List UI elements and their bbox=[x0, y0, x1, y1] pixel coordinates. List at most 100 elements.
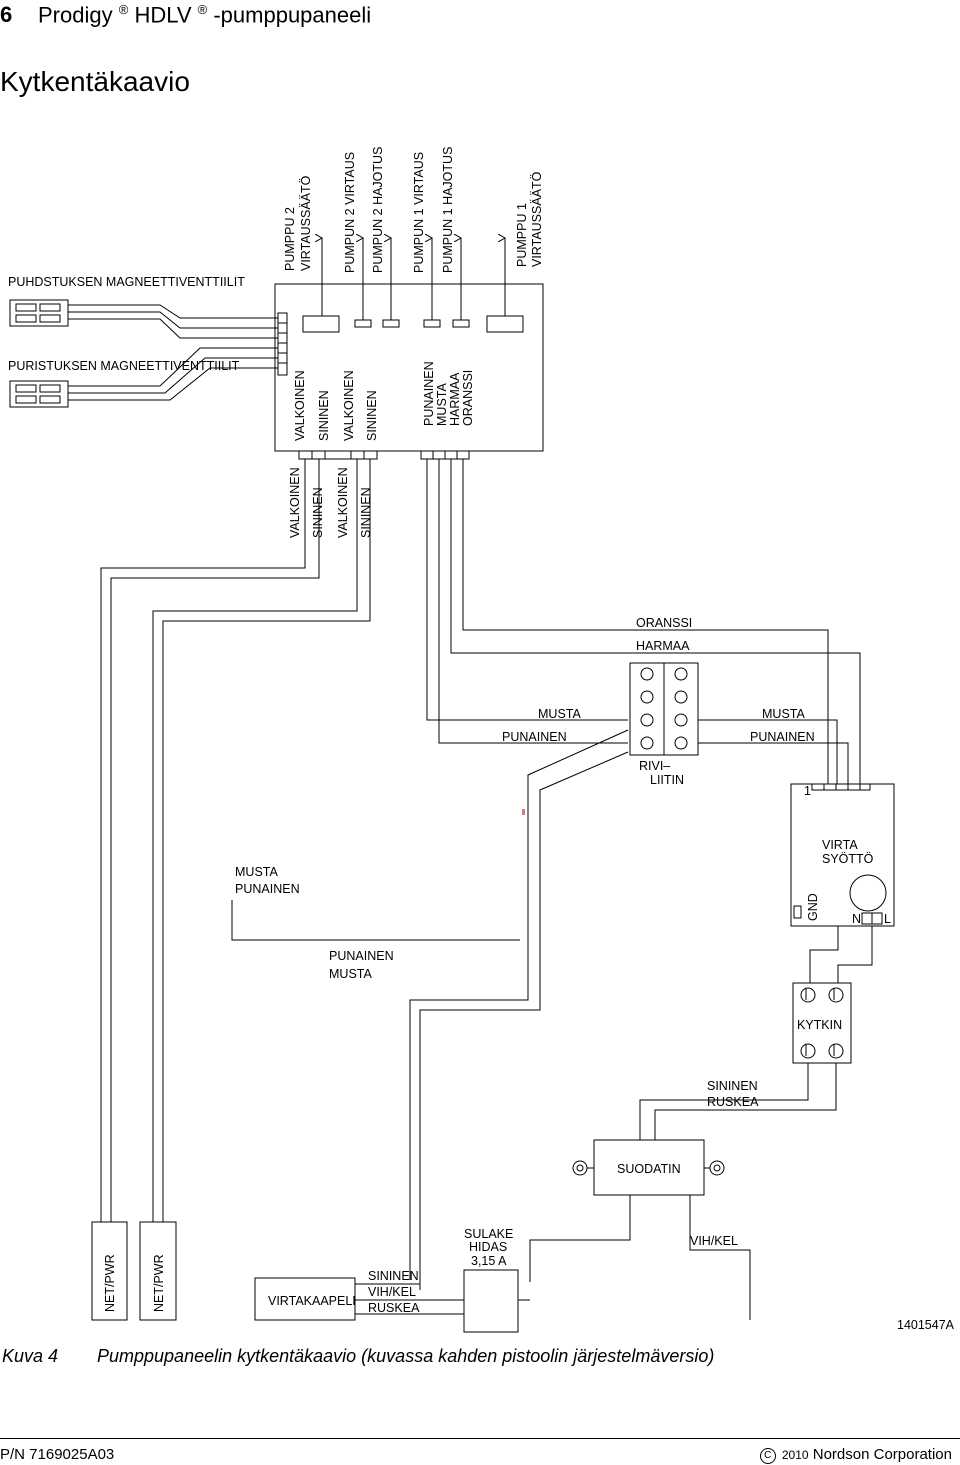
red-marker bbox=[522, 809, 525, 815]
label-pump2-flow-ctrl-2: VIRTAUSSÄÄTÖ bbox=[299, 175, 313, 271]
net-pwr-connector-2 bbox=[139, 1221, 177, 1321]
label-black-low: MUSTA bbox=[329, 967, 372, 981]
board-power-wires bbox=[426, 459, 861, 784]
label-brown-switch: RUSKEA bbox=[707, 1095, 759, 1109]
copyright-icon: C bbox=[759, 1448, 776, 1464]
label-cable-green-yellow: VIH/KEL bbox=[368, 1285, 416, 1299]
label-pump1-flow: PUMPUN 1 VIRTAUS bbox=[412, 152, 426, 273]
board-connector-strip bbox=[277, 312, 288, 376]
label-cable-blue: SININEN bbox=[368, 1269, 419, 1283]
pump2-atomize-connector bbox=[382, 319, 400, 328]
footer-rule bbox=[0, 1438, 960, 1439]
page-header: 6 Prodigy ® HDLV ® -pumppupaneeli bbox=[0, 0, 960, 30]
label-pressing-valves: PURISTUKSEN MAGNEETTIVENTTIILIT bbox=[8, 359, 240, 373]
label-orange-wire: ORANSSI bbox=[636, 616, 692, 630]
label-psu-2: SYÖTTÖ bbox=[822, 852, 874, 866]
label-terminal-pin: 1 bbox=[804, 784, 811, 798]
label-board-red: PUNAINEN bbox=[422, 361, 436, 426]
label-red-mid: PUNAINEN bbox=[235, 882, 300, 896]
copyright: C 2010 Nordson Corporation bbox=[759, 1446, 952, 1464]
label-pump1-flow-ctrl-2: VIRTAUSSÄÄTÖ bbox=[530, 171, 544, 267]
pump1-atomize-connector bbox=[452, 319, 470, 328]
cleaning-valves bbox=[9, 299, 69, 327]
board-arrows bbox=[322, 238, 505, 320]
label-terminal-2: LIITIN bbox=[650, 773, 684, 787]
label-board-white-2: VALKOINEN bbox=[342, 370, 356, 441]
psu-wires-left bbox=[231, 900, 520, 941]
terminal-to-psu-black bbox=[698, 719, 838, 784]
label-blue-switch: SININEN bbox=[707, 1079, 758, 1093]
filter-ground bbox=[689, 1195, 751, 1320]
pump1-flow-ctrl-connector bbox=[486, 315, 524, 333]
label-board-grey: HARMAA bbox=[448, 372, 462, 426]
label-power-cable: VIRTAKAAPELI bbox=[268, 1294, 356, 1308]
product-name: Prodigy bbox=[38, 2, 113, 28]
board-bottom-connector-left bbox=[298, 450, 378, 460]
label-pump2-flow-ctrl-1: PUMPPU 2 bbox=[283, 207, 297, 271]
header-title: Prodigy ® HDLV ® -pumppupaneeli bbox=[38, 2, 371, 28]
part-number: P/N 7169025A03 bbox=[0, 1446, 115, 1463]
figure-label: Kuva 4 bbox=[2, 1346, 59, 1366]
terminal-to-cable-wires bbox=[409, 729, 629, 1290]
control-board bbox=[274, 283, 544, 452]
label-board-black: MUSTA bbox=[435, 383, 449, 426]
label-pump1-flow-ctrl-1: PUMPPU 1 bbox=[515, 203, 529, 267]
label-fuse-2: HIDAS bbox=[469, 1240, 507, 1254]
header-suffix: -pumppupaneeli bbox=[213, 2, 372, 28]
label-filter: SUODATIN bbox=[617, 1162, 681, 1176]
product-model: HDLV bbox=[134, 2, 192, 28]
label-n: N bbox=[852, 912, 861, 926]
label-l: L bbox=[884, 912, 891, 926]
fuse bbox=[463, 1269, 519, 1333]
valve-wires bbox=[68, 304, 278, 401]
pump2-flow-connector bbox=[354, 319, 372, 328]
label-red-right: PUNAINEN bbox=[750, 730, 815, 744]
pump1-flow-connector bbox=[423, 319, 441, 328]
label-net-pwr-2: NET/PWR bbox=[152, 1254, 166, 1312]
figure-caption: Pumppupaneelin kytkentäkaavio (kuvassa k… bbox=[97, 1346, 715, 1366]
label-board-orange: ORANSSI bbox=[461, 370, 475, 426]
label-board-blue-1: SININEN bbox=[317, 390, 331, 441]
label-harness-blue-2: SININEN bbox=[359, 487, 373, 538]
label-harness-white-2: VALKOINEN bbox=[336, 467, 350, 538]
label-harness-blue-1: SININEN bbox=[311, 487, 325, 538]
label-fuse-3: 3,15 A bbox=[471, 1254, 507, 1268]
drawing-number: 1401547A bbox=[897, 1318, 955, 1332]
filter bbox=[572, 1139, 725, 1196]
label-board-white-1: VALKOINEN bbox=[293, 370, 307, 441]
label-psu-1: VIRTA bbox=[822, 838, 858, 852]
label-harness-white-1: VALKOINEN bbox=[288, 467, 302, 538]
label-cleaning-valves: PUHDSTUKSEN MAGNEETTIVENTTIILIT bbox=[8, 275, 245, 289]
switch-to-filter-1 bbox=[639, 1063, 809, 1140]
label-red-low: PUNAINEN bbox=[329, 949, 394, 963]
power-supply bbox=[790, 783, 895, 927]
label-green-yellow-top: VIH/KEL bbox=[690, 1234, 738, 1248]
filter-to-fuse bbox=[529, 1195, 631, 1282]
power-cable-box bbox=[254, 1277, 356, 1321]
label-gnd: GND bbox=[806, 893, 820, 921]
label-pump1-atomize: PUMPUN 1 HAJOTUS bbox=[441, 147, 455, 273]
label-black-right: MUSTA bbox=[762, 707, 805, 721]
psu-to-switch-2 bbox=[837, 926, 873, 983]
terminal-to-psu-red bbox=[698, 742, 849, 784]
label-net-pwr-1: NET/PWR bbox=[103, 1254, 117, 1312]
switch-to-filter-2 bbox=[654, 1063, 837, 1140]
pump2-flow-ctrl-connector bbox=[302, 315, 340, 333]
psu-to-switch-1 bbox=[809, 926, 839, 983]
pressing-valves bbox=[9, 380, 69, 408]
label-pump2-atomize: PUMPUN 2 HAJOTUS bbox=[371, 147, 385, 273]
net-pwr-connector-1 bbox=[91, 1221, 128, 1321]
terminal-block bbox=[629, 662, 699, 756]
label-fuse-1: SULAKE bbox=[464, 1227, 513, 1241]
company-name: Nordson Corporation bbox=[812, 1446, 952, 1463]
label-terminal-1: RIVI– bbox=[639, 759, 670, 773]
label-grey-wire: HARMAA bbox=[636, 639, 690, 653]
section-title: Kytkentäkaavio bbox=[0, 66, 190, 97]
switch bbox=[792, 982, 852, 1064]
label-board-blue-2: SININEN bbox=[365, 390, 379, 441]
label-switch: KYTKIN bbox=[797, 1018, 842, 1032]
copyright-year: 2010 bbox=[781, 1448, 809, 1462]
label-red-left: PUNAINEN bbox=[502, 730, 567, 744]
page-number: 6 bbox=[0, 2, 13, 27]
